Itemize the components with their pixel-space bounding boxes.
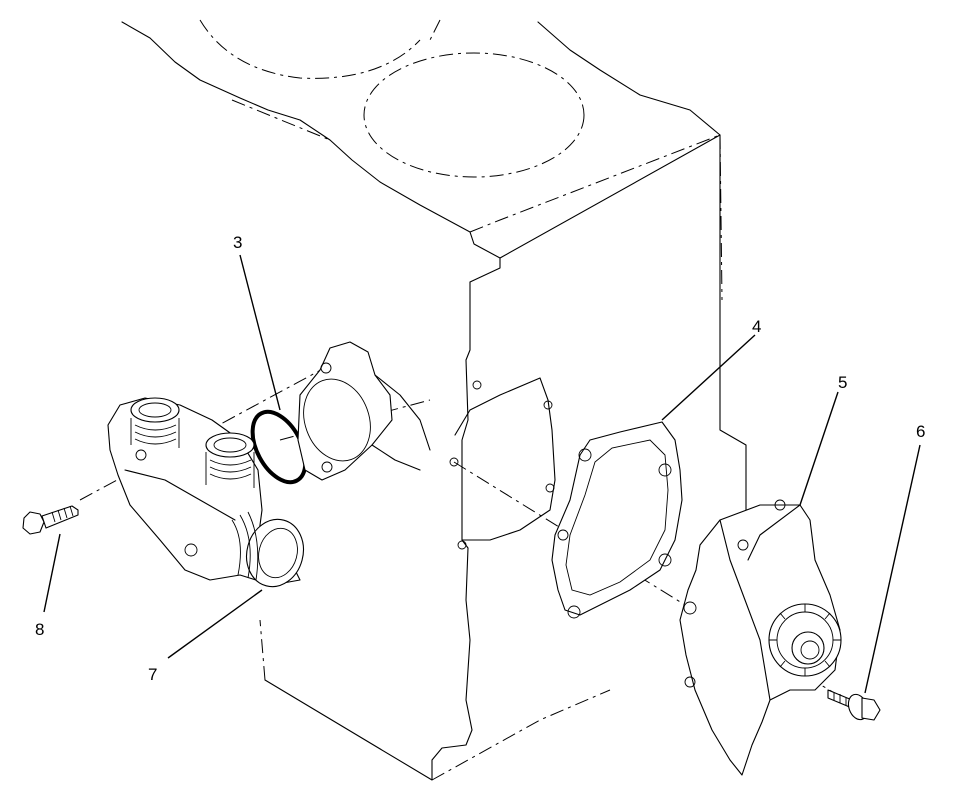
bolt-water-pump [827,689,881,721]
callout-3: 3 [233,233,242,252]
leader-lines [43,254,921,694]
leader-3 [239,254,281,411]
callout-labels: 3 4 5 6 7 8 [35,233,925,684]
callout-5: 5 [838,373,847,392]
outlet-flange [297,341,431,481]
leader-4 [661,334,756,421]
leader-7 [167,589,263,659]
water-pump [679,499,842,776]
callout-8: 8 [35,620,44,639]
leader-8 [43,533,61,613]
callout-7: 7 [148,665,157,684]
callout-4: 4 [752,317,761,336]
engine-block [121,19,747,781]
callout-6: 6 [916,422,925,441]
block-mounting-face [449,377,556,550]
leader-5 [799,391,839,506]
bolt-housing [22,505,79,535]
thermostat-housing [107,397,304,588]
water-pump-gasket [551,421,683,619]
leader-6 [864,444,921,694]
